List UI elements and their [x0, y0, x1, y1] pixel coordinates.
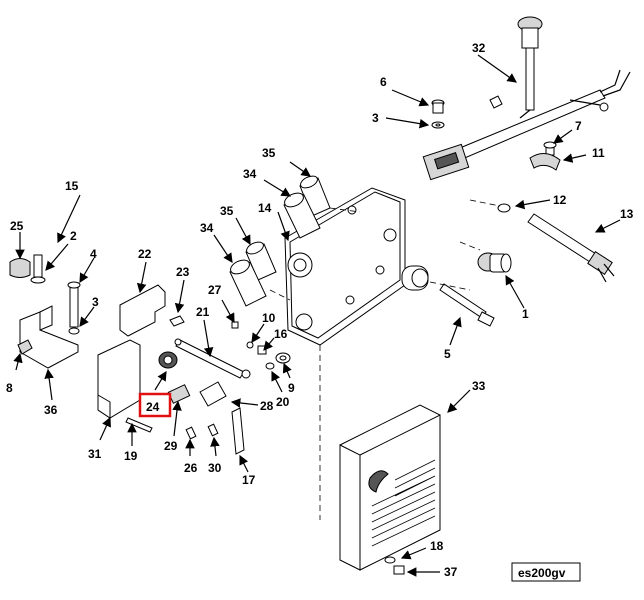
callout-37: 37: [444, 565, 458, 579]
callout-36: 36: [44, 403, 58, 417]
pin-part-26: [185, 426, 197, 440]
clamp-part-11: [529, 141, 561, 171]
callout-3-left: 3: [92, 295, 99, 309]
fuse-part-30: [207, 423, 219, 437]
strap-part-17: [231, 407, 245, 455]
callout-12: 12: [553, 193, 567, 207]
bracket-part-22: [119, 284, 185, 337]
wiring-harness: [422, 16, 631, 181]
cover-part-31: [97, 339, 141, 419]
nut-part-20: [265, 362, 275, 370]
pin-part-6: [431, 99, 445, 129]
highlight-box-24: [138, 392, 172, 418]
callout-33: 33: [472, 379, 486, 393]
callout-19: 19: [124, 449, 138, 463]
callout-29: 29: [164, 439, 178, 453]
callout-26: 26: [184, 461, 198, 475]
callout-34-top: 34: [243, 167, 257, 181]
controller-part-33: [339, 404, 441, 571]
grommet-part-29: [158, 351, 178, 369]
callout-6: 6: [380, 75, 387, 89]
callout-18: 18: [430, 539, 444, 553]
part-27: [231, 321, 239, 329]
callout-5: 5: [444, 347, 451, 361]
reference-badge-text: es200gv: [518, 566, 566, 580]
terminal-part-24: [167, 384, 191, 404]
callout-10: 10: [262, 311, 276, 325]
callout-22: 22: [138, 247, 152, 261]
callout-3-top: 3: [372, 111, 379, 125]
reference-badge: es200gv: [511, 562, 581, 582]
sensor-part-13: [497, 203, 615, 283]
connector-part-1: [477, 252, 512, 273]
callout-11: 11: [592, 146, 605, 160]
callout-4: 4: [90, 247, 97, 261]
callout-20: 20: [276, 395, 290, 409]
callout-27: 27: [208, 283, 222, 297]
callout-31: 31: [88, 447, 102, 461]
callout-9: 9: [288, 381, 295, 395]
callout-32: 32: [472, 41, 486, 55]
screw-part-37: [384, 556, 405, 575]
screw-part-19: [125, 417, 153, 433]
standoff-lower: [229, 241, 277, 307]
callout-15: 15: [65, 179, 79, 193]
screw-part-16: [257, 345, 267, 355]
callout-30: 30: [208, 461, 222, 475]
callout-35-mid: 35: [220, 204, 234, 218]
callout-21: 21: [196, 305, 210, 319]
callout-23: 23: [176, 265, 190, 279]
callout-13: 13: [620, 207, 634, 221]
callout-16: 16: [274, 327, 288, 341]
callout-34-mid: 34: [200, 221, 214, 235]
bracket-part-36: [9, 254, 81, 369]
callout-7: 7: [575, 119, 582, 133]
callout-17: 17: [242, 473, 256, 487]
callout-35-top: 35: [262, 146, 276, 160]
callout-25: 25: [10, 219, 24, 233]
callout-labels: 32 6 3 7 11 35 34 14 12 13 35 34 15 25 2…: [6, 41, 634, 579]
nut-part-10: [246, 341, 254, 349]
connector-part-28: [199, 381, 227, 407]
rod-part-21: [174, 338, 251, 379]
callout-8: 8: [6, 381, 13, 395]
callout-2: 2: [70, 229, 77, 243]
callout-28: 28: [260, 399, 274, 413]
callout-1: 1: [522, 307, 529, 321]
callout-14: 14: [258, 201, 272, 215]
callout-24[interactable]: 24: [146, 400, 160, 414]
bolt-part-5: [439, 283, 495, 327]
